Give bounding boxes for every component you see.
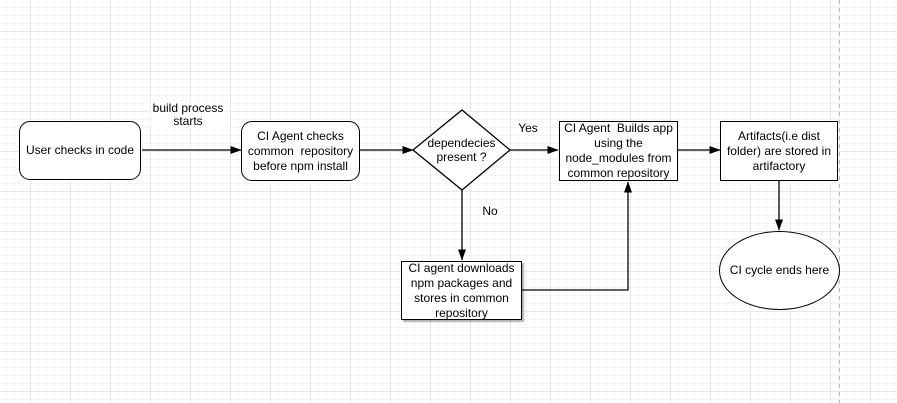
node-ci-agent-builds-app[interactable]: CI Agent Builds app using the node_modul… xyxy=(559,121,678,181)
node-label: User checks in code xyxy=(25,143,135,157)
decision-diamond-shape[interactable] xyxy=(411,109,512,191)
node-ci-agent-downloads[interactable]: CI agent downloads npm packages and stor… xyxy=(401,261,522,320)
node-label: Artifacts(i.e dist folder) are stored in… xyxy=(726,128,832,173)
node-label: CI agent downloads npm packages and stor… xyxy=(408,260,515,320)
edge-label-yes: Yes xyxy=(516,121,540,135)
page-boundary-line xyxy=(839,0,840,403)
terminator-ci-cycle-ends[interactable]: CI cycle ends here xyxy=(719,231,840,310)
node-label: CI cycle ends here xyxy=(729,263,830,277)
node-label: dependecies present ? xyxy=(427,136,496,164)
node-label: CI Agent Builds app using the node_modul… xyxy=(564,121,673,180)
node-artifacts-stored[interactable]: Artifacts(i.e dist folder) are stored in… xyxy=(720,121,838,181)
node-label: CI Agent checks common repository before… xyxy=(247,128,354,173)
edge-download-to-build[interactable] xyxy=(522,181,632,291)
edge-label-no: No xyxy=(480,204,500,218)
edge-label-build-process-starts: build process starts xyxy=(150,101,226,128)
decision-dependencies-present[interactable]: dependecies present ? xyxy=(413,110,510,190)
node-ci-agent-checks-repo[interactable]: CI Agent checks common repository before… xyxy=(241,121,360,181)
node-user-checks-in-code[interactable]: User checks in code xyxy=(19,121,141,180)
